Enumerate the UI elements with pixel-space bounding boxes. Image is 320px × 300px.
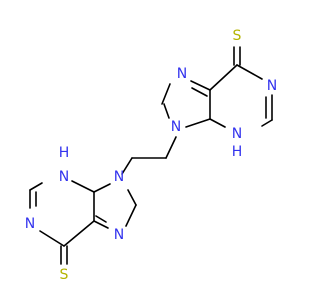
molecule-diagram: S N N N N H H N N N N S [25,28,277,283]
bond-c8-n9 [163,103,170,119]
bond-n9-ch2-upper [165,136,177,159]
bond-n3-c2 [29,182,43,191]
bond-c5-c6 [209,64,238,91]
bond-n7-c5 [93,220,109,229]
bond-n3-c4 [209,118,226,128]
lower-n1-label: N [25,216,35,232]
bond-n1-c6 [39,230,65,247]
upper-n9-label: N [171,119,181,135]
upper-purine-ring: S N N N N H [161,28,277,160]
lower-n7-label: N [114,227,124,243]
lower-n9-label: N [114,169,124,185]
bond-c6-n1 [236,64,263,80]
lower-n3-h-label: H [59,145,70,161]
upper-n3-label: N [232,126,242,142]
lower-purine-ring: H N N N N S [25,145,137,283]
ethylene-linker [121,136,177,175]
upper-n7-label: N [177,66,187,82]
lower-n3-label: N [59,169,69,185]
bond-c2-n3 [261,119,273,127]
structure-svg: S N N N N H H N N N N S [25,28,277,283]
bond-n7-c8 [161,83,171,105]
bond-c8-n7 [125,204,137,227]
bond-ch2-n9-lower [121,157,133,175]
bond-n9-c4 [185,118,211,128]
lower-thione-s-label: S [60,267,69,283]
upper-n3-h-label: H [232,144,243,160]
upper-n1-label: N [267,78,277,94]
bond-c4-n9 [93,183,111,193]
bond-c6-c5 [63,220,95,247]
bond-c4-n3 [71,180,95,193]
bond-n7-c5-double [95,215,107,223]
upper-thione-s-label: S [233,28,242,44]
bond-n9-c8 [127,189,137,206]
bond-c5-n7 [190,80,211,91]
bond-c5-n7-double [191,87,208,97]
